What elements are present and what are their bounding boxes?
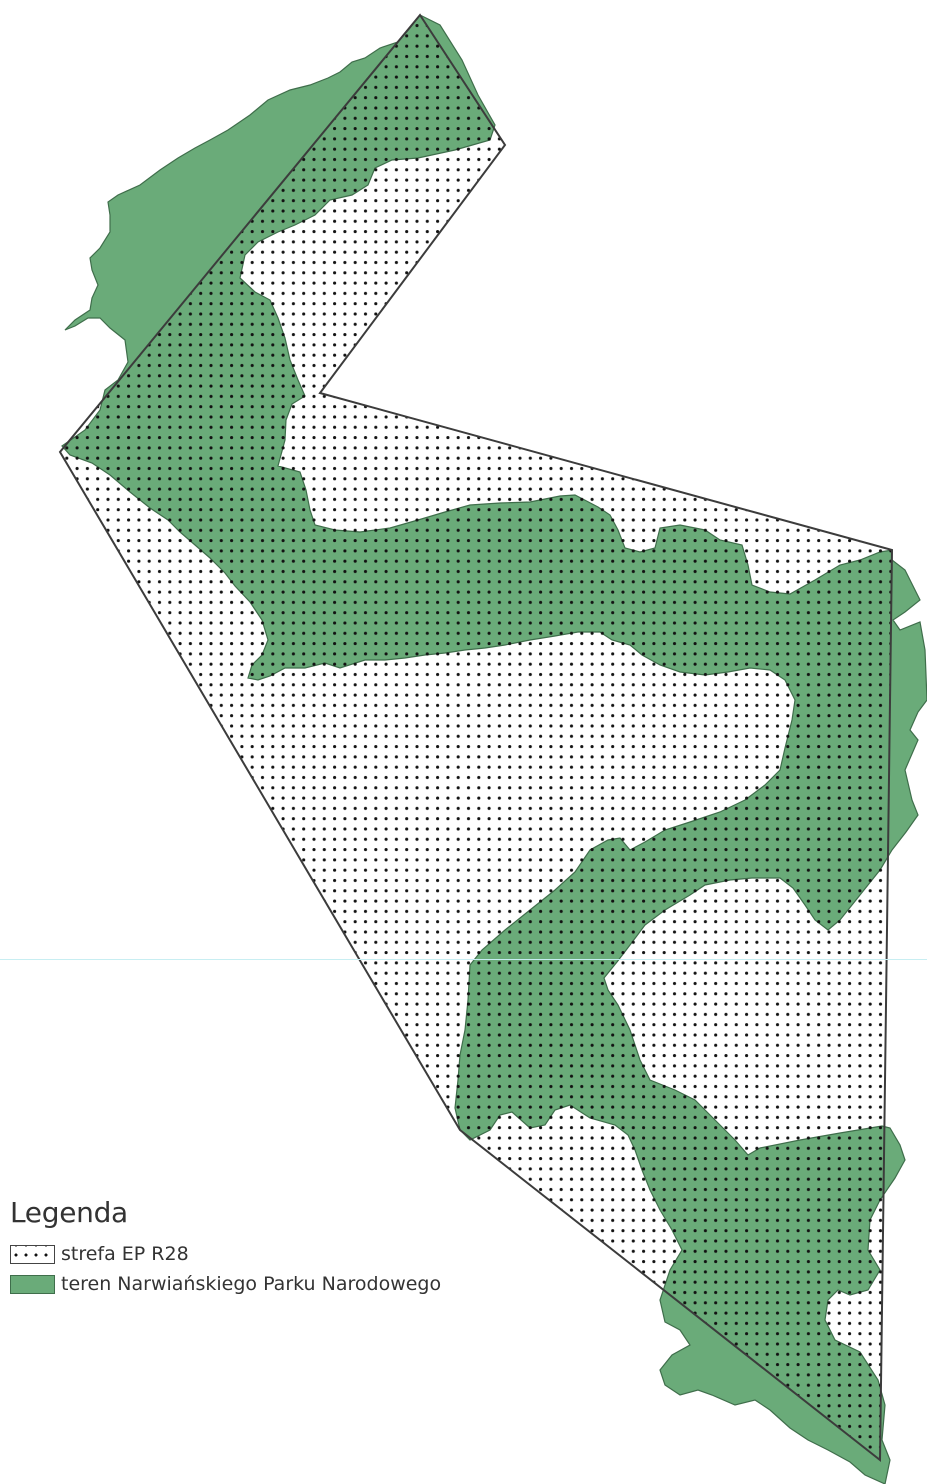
map-legend: Legenda strefa EP R28 teren Narwiańskieg… [10, 1196, 441, 1301]
legend-title: Legenda [10, 1196, 128, 1229]
faint-guide-line [0, 959, 927, 960]
zone-outline [58, 13, 894, 1463]
legend-item-park: teren Narwiańskiego Parku Narodowego [10, 1271, 441, 1297]
legend-item-zone: strefa EP R28 [10, 1241, 441, 1267]
legend-item-label: teren Narwiańskiego Parku Narodowego [61, 1273, 442, 1295]
green-fill-swatch-icon [10, 1274, 55, 1294]
dotted-pattern-swatch-icon [10, 1244, 55, 1264]
zone-dots [60, 15, 892, 1460]
legend-item-label: strefa EP R28 [61, 1243, 189, 1265]
